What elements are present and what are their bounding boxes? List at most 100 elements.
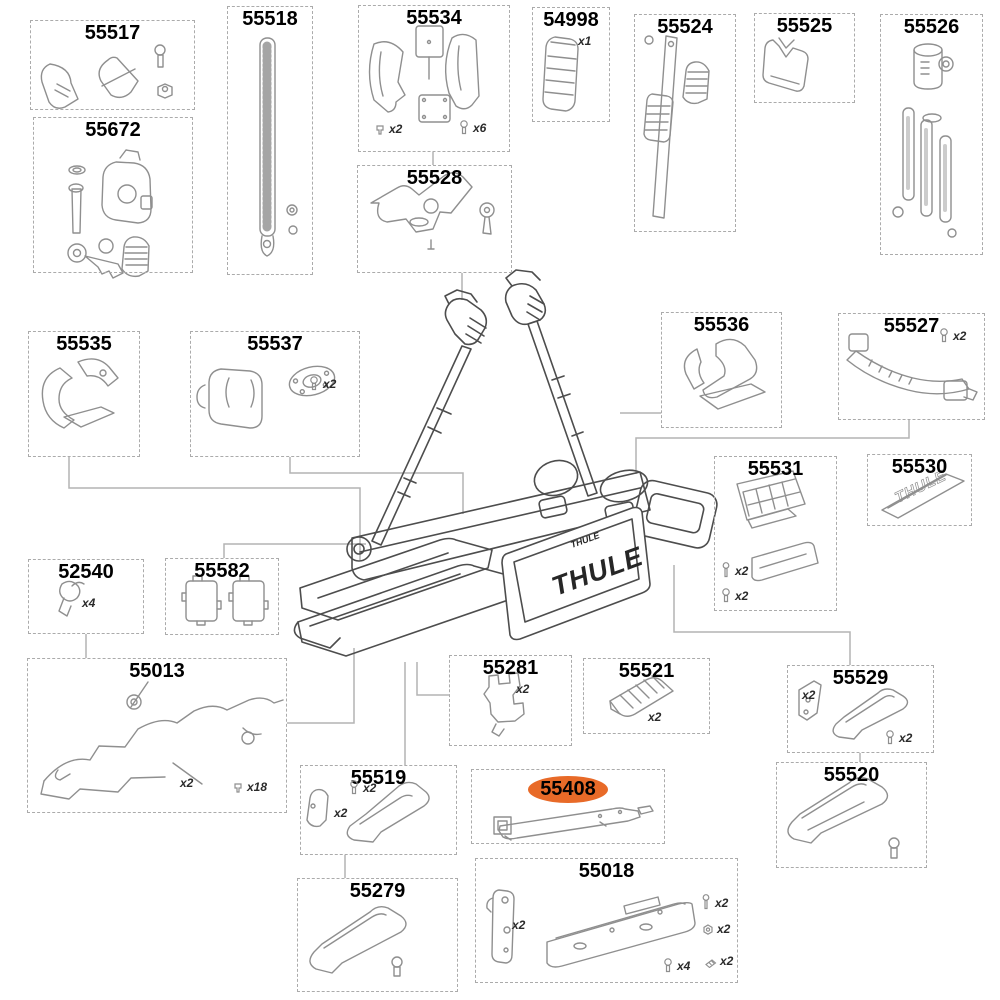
- part-number-label: 55518: [228, 8, 312, 31]
- qty-marker: x1: [578, 34, 591, 48]
- qty-label: x2: [735, 564, 749, 578]
- part-number-label: 55018: [476, 860, 737, 883]
- part-number-label: 55530: [868, 456, 971, 479]
- screw-icon: [940, 328, 948, 343]
- part-box: 55527: [838, 313, 985, 420]
- qty-marker: x2: [348, 780, 376, 795]
- part-number-text: 55530: [891, 456, 948, 478]
- qty-marker: x2: [308, 376, 336, 391]
- part-number-label: 55281: [450, 657, 571, 680]
- part-box: 55279: [297, 878, 458, 992]
- part-number-text: 55527: [883, 315, 940, 337]
- part-box: 55530: [867, 454, 972, 526]
- part-box: 55520: [776, 762, 927, 868]
- part-box: 55018: [475, 858, 738, 983]
- part-number-label: 52540: [29, 561, 143, 584]
- part-box: 55531: [714, 456, 837, 611]
- part-box: 52540: [28, 559, 144, 634]
- part-number-label: 55535: [29, 333, 139, 356]
- screw-icon: [722, 588, 730, 603]
- part-number-text: 52540: [58, 561, 114, 583]
- part-number-text: 55520: [823, 764, 880, 786]
- part-number-label: 55408: [472, 776, 664, 803]
- part-number-label: 55536: [662, 314, 781, 337]
- qty-marker: x2: [938, 328, 966, 343]
- qty-marker: x2: [512, 918, 525, 932]
- connector-lines: [68, 152, 910, 878]
- nut-icon: [703, 924, 713, 935]
- part-number-text: 55018: [578, 860, 635, 882]
- part-box: 55582: [165, 558, 279, 635]
- clip-icon: [234, 783, 242, 793]
- part-box: 55517: [30, 20, 195, 110]
- part-number-label: 55013: [28, 660, 286, 683]
- qty-label: x1: [578, 34, 592, 48]
- part-number-label: 55526: [881, 16, 982, 39]
- qty-label: x2: [715, 896, 729, 910]
- carrier-drawing: [293, 269, 718, 657]
- part-number-label: 55582: [166, 560, 278, 583]
- qty-marker: x2: [374, 122, 402, 136]
- part-box: 55519: [300, 765, 457, 855]
- qty-marker: x6: [458, 120, 486, 135]
- part-box: 55518: [227, 6, 313, 275]
- part-box: 55672: [33, 117, 193, 273]
- part-number-text: 55536: [693, 314, 750, 336]
- part-number-text: 55517: [84, 22, 141, 44]
- qty-label: x2: [717, 922, 731, 936]
- part-number-text: 55281: [482, 657, 539, 679]
- screw-icon: [886, 730, 894, 745]
- wedge-icon: [705, 959, 717, 968]
- qty-label: x2: [720, 954, 734, 968]
- qty-label: x2: [953, 329, 967, 343]
- part-number-text: 54998: [543, 9, 599, 31]
- part-number-text: 55528: [406, 167, 463, 189]
- part-box: 55408: [471, 769, 665, 844]
- screw-icon: [664, 958, 672, 973]
- part-illustrations: [40, 25, 978, 977]
- part-number-label: 55524: [635, 16, 735, 39]
- part-box: 55281: [449, 655, 572, 746]
- part-number-text: 55534: [406, 7, 462, 29]
- part-number-label: 55519: [301, 767, 456, 790]
- part-number-text: 55535: [56, 333, 112, 355]
- qty-marker: x2: [700, 894, 728, 910]
- qty-label: x2: [735, 589, 749, 603]
- qty-label: x2: [512, 918, 526, 932]
- qty-label: x6: [473, 121, 487, 135]
- part-box: 55529: [787, 665, 934, 753]
- part-number-label: 55531: [715, 458, 836, 481]
- screw-icon: [460, 120, 468, 135]
- qty-marker: x2: [720, 562, 748, 578]
- clip-icon: [376, 125, 384, 135]
- qty-marker: x4: [82, 596, 95, 610]
- qty-label: x2: [516, 682, 530, 696]
- part-number-label: 55527: [839, 315, 984, 338]
- part-number-label: 54998: [533, 9, 609, 32]
- part-box: 55013: [27, 658, 287, 813]
- screw-icon: [310, 376, 318, 391]
- qty-label: x4: [82, 596, 96, 610]
- part-number-text: 55529: [832, 667, 889, 689]
- part-number-text: 55521: [618, 660, 675, 682]
- part-number-text: 55537: [247, 333, 303, 355]
- part-number-text: 55524: [657, 16, 713, 38]
- qty-label: x2: [899, 731, 913, 745]
- qty-label: x2: [802, 688, 816, 702]
- part-box: 55521: [583, 658, 710, 734]
- part-number-text: 55518: [242, 8, 298, 30]
- qty-marker: x2: [180, 776, 193, 790]
- part-number-label: 55537: [191, 333, 359, 356]
- qty-label: x18: [247, 780, 268, 794]
- part-number-label: 55529: [788, 667, 933, 690]
- part-number-label: 55517: [31, 22, 194, 45]
- part-box: 55525: [754, 13, 855, 103]
- qty-label: x2: [180, 776, 194, 790]
- qty-marker: x2: [802, 688, 815, 702]
- part-number-text: 55279: [349, 880, 406, 902]
- qty-marker: x2: [884, 730, 912, 745]
- part-box: 55537: [190, 331, 360, 457]
- part-number-label: 55279: [298, 880, 457, 903]
